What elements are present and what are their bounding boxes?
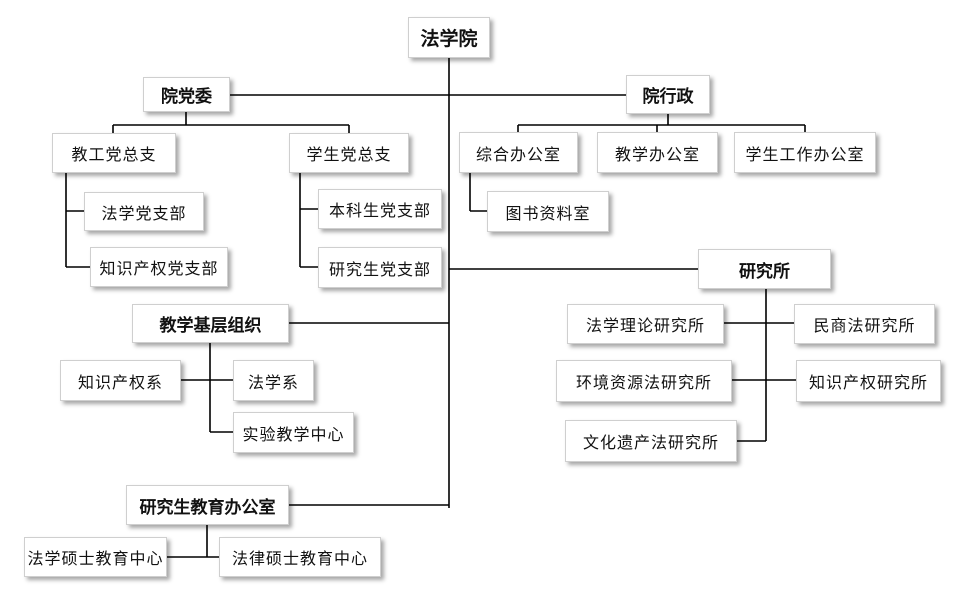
- teaching-office-node: 教学办公室: [597, 132, 718, 173]
- ip-department-node: 知识产权系: [60, 360, 181, 401]
- grad-party-branch-node: 研究生党支部: [318, 247, 442, 288]
- party-committee-node: 院党委: [143, 77, 230, 112]
- ip-institute-node: 知识产权研究所: [796, 360, 941, 402]
- cultural-heritage-law-institute-node: 文化遗产法研究所: [565, 420, 737, 462]
- general-office-node: 综合办公室: [459, 132, 578, 173]
- ll-m-center-node: 法学硕士教育中心: [24, 537, 167, 577]
- civil-commercial-law-institute-node: 民商法研究所: [794, 304, 935, 344]
- administration-node: 院行政: [626, 75, 710, 114]
- staff-party-branch-node: 教工党总支: [52, 133, 176, 173]
- undergrad-party-branch-node: 本科生党支部: [318, 189, 442, 229]
- research-institutes-node: 研究所: [698, 249, 831, 289]
- graduate-education-office-node: 研究生教育办公室: [126, 485, 289, 525]
- jm-center-node: 法律硕士教育中心: [219, 537, 381, 577]
- teaching-units-node: 教学基层组织: [132, 304, 289, 343]
- student-affairs-office-node: 学生工作办公室: [734, 132, 876, 173]
- law-party-branch-node: 法学党支部: [84, 192, 204, 231]
- library-node: 图书资料室: [487, 191, 609, 232]
- root-node: 法学院: [408, 17, 490, 58]
- ip-party-branch-node: 知识产权党支部: [90, 247, 228, 287]
- student-party-branch-node: 学生党总支: [289, 133, 409, 173]
- environmental-law-institute-node: 环境资源法研究所: [556, 360, 732, 402]
- experimental-teaching-center-node: 实验教学中心: [233, 412, 354, 453]
- legal-theory-institute-node: 法学理论研究所: [567, 304, 724, 344]
- law-department-node: 法学系: [233, 360, 314, 401]
